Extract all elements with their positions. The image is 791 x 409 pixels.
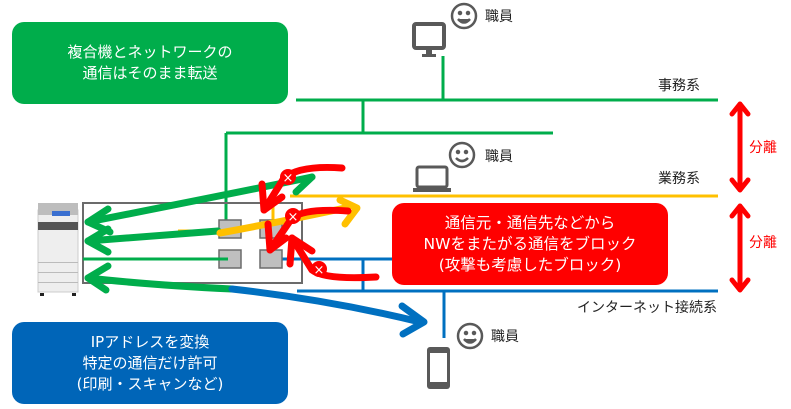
smiley-icon: [456, 322, 484, 350]
blocked-arrow-2-head: [264, 220, 290, 254]
forward-callout-line-2: 通信はそのまま転送: [82, 64, 218, 82]
block-marker-1-text: ×: [283, 171, 294, 186]
blocked-arrow-1-head: [258, 180, 286, 214]
smiley-icon: [450, 2, 478, 30]
forward-arrow-office-tip: [292, 173, 316, 196]
internet-staff-label: 職員: [491, 329, 519, 345]
block-callout: 通信元・通信先などから NWをまたがる通信をブロック (攻撃も考慮したブロック): [392, 203, 668, 285]
block-marker-2-text: ×: [288, 210, 299, 225]
block-marker-1: [280, 169, 296, 185]
internet-forward-arrow: [228, 285, 428, 338]
separation-arrows: [729, 101, 751, 293]
laptop-icon: [413, 165, 451, 192]
forward-arrow-business: [84, 227, 222, 245]
forward-callout-line-1: 複合機とネットワークの: [67, 43, 233, 61]
internet-network-label: インターネット接続系: [577, 300, 717, 316]
forward-arrow-internet-head: [84, 262, 112, 294]
office-staff-label: 職員: [485, 9, 513, 25]
separation-label-upper: 分離: [749, 140, 777, 156]
block-callout-line-3: (攻撃も考慮したブロック): [438, 255, 622, 274]
block-callout-line-2: NWをまたがる通信をブロック: [423, 234, 637, 253]
business-staff-label: 職員: [485, 149, 513, 165]
office-network-label: 事務系: [658, 78, 700, 94]
separation-arrow-upper: [729, 101, 751, 193]
business-network-label: 業務系: [658, 171, 700, 187]
smartphone-icon: [427, 347, 450, 389]
block-markers: × × ×: [280, 169, 327, 278]
nat-callout-line-3: (印刷・スキャンなど): [76, 374, 224, 393]
block-marker-3-text: ×: [314, 263, 325, 278]
nat-callout-line-2: 特定の通信だけ許可: [82, 353, 218, 372]
nat-callout-line-1: IPアドレスを変換: [90, 332, 210, 351]
forward-callout: 複合機とネットワークの 通信はそのまま転送: [12, 22, 288, 104]
block-callout-line-1: 通信元・通信先などから: [444, 213, 616, 232]
smiley-icon: [448, 141, 476, 169]
forward-arrow-business-head: [84, 225, 112, 256]
desktop-monitor-icon: [412, 22, 446, 57]
separation-label-lower: 分離: [749, 235, 777, 251]
nat-callout: IPアドレスを変換 特定の通信だけ許可 (印刷・スキャンなど): [12, 322, 288, 404]
office-network: [224, 56, 718, 228]
multifunction-printer-icon: [37, 203, 79, 296]
block-marker-2: [285, 208, 301, 224]
block-marker-3: [311, 261, 327, 277]
forward-arrow-internet: [84, 274, 236, 293]
separation-arrow-lower: [729, 203, 751, 293]
blocked-arrow-3-head: [286, 234, 316, 268]
